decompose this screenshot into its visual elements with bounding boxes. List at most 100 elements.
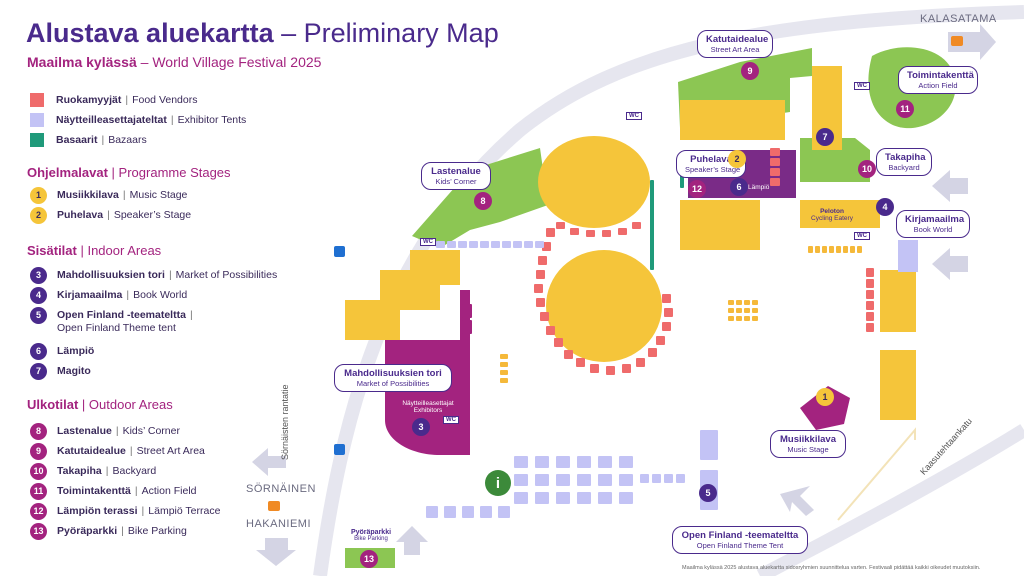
food-stand <box>829 246 834 253</box>
building-east-1 <box>880 270 916 332</box>
label-action-field-en: Action Field <box>918 81 958 90</box>
marker-12[interactable]: 12 <box>688 180 706 198</box>
food-vendor-stall <box>602 230 611 237</box>
food-vendor-stall <box>576 358 585 367</box>
exhibitor-tent <box>676 474 685 483</box>
street-sornaisten-rantatie: Sörnäisten rantatie <box>280 384 290 460</box>
arrow-east-1 <box>932 170 968 202</box>
marker-6[interactable]: 6 <box>730 178 748 196</box>
metro-icon <box>268 501 280 511</box>
food-stand <box>736 308 742 313</box>
food-vendor-stall <box>770 148 780 156</box>
legend-number-badge: 3 <box>30 266 47 284</box>
legend-item-fi: Mahdollisuuksien tori <box>57 269 165 281</box>
food-vendor-stall <box>770 158 780 166</box>
food-stand <box>500 362 508 367</box>
food-vendor-stall <box>534 284 543 293</box>
label-street-art-fi: Katutaidealue <box>706 34 769 45</box>
label-action-field[interactable]: Toimintakenttä Action Field <box>898 66 978 94</box>
legend-item-en: Book World <box>133 289 188 301</box>
exhibitor-tent <box>502 241 511 248</box>
wc-icon: WC <box>420 238 436 246</box>
marker-13[interactable]: 13 <box>360 550 378 568</box>
label-bike-parking-en: Bike Parking <box>354 536 388 542</box>
page-title: Alustava aluekartta – Preliminary Map <box>26 18 499 49</box>
food-vendor-stall <box>866 301 874 310</box>
marker-9[interactable]: 9 <box>741 62 759 80</box>
arrow-east-2 <box>932 248 968 280</box>
info-point-icon[interactable]: i <box>485 470 511 496</box>
book-world-tent <box>898 240 918 272</box>
food-stand <box>736 316 742 321</box>
food-stand <box>728 316 734 321</box>
walk-path <box>837 427 916 521</box>
legend-type-en: Bazaars <box>108 134 147 146</box>
label-street-art[interactable]: Katutaidealue Street Art Area <box>697 30 773 58</box>
food-vendors-group <box>462 148 874 375</box>
subtitle-en: World Village Festival 2025 <box>152 54 322 70</box>
food-vendor-stall <box>770 178 780 186</box>
legend-item-en: Lämpiö Terrace <box>148 505 221 517</box>
label-music-stage[interactable]: Musiikkilava Music Stage <box>770 430 846 458</box>
label-music-stage-en: Music Stage <box>787 445 829 454</box>
legend-section-en: Programme Stages <box>118 165 231 180</box>
exhibitor-tent <box>444 506 456 518</box>
marker-3[interactable]: 3 <box>412 418 430 436</box>
legend-section-fi: Ohjelmalavat <box>27 165 108 180</box>
exhibitor-tent <box>514 474 528 486</box>
food-vendor-stall <box>556 222 565 229</box>
food-vendor-stall <box>866 312 874 321</box>
marker-4[interactable]: 4 <box>876 198 894 216</box>
exhibitor-tent <box>652 474 661 483</box>
bus-icon <box>334 444 345 455</box>
label-street-art-en: Street Art Area <box>710 45 760 54</box>
marker-5[interactable]: 5 <box>699 484 717 502</box>
marker-11[interactable]: 11 <box>896 100 914 118</box>
label-market-of-possibilities[interactable]: Mahdollisuuksien tori Market of Possibil… <box>334 364 452 392</box>
legend-section-heading: Sisätilat | Indoor Areas <box>27 243 161 258</box>
marker-2[interactable]: 2 <box>728 150 746 168</box>
label-exhibitors-fi: Näytteilleasettajat <box>402 400 454 407</box>
legend-section-heading: Ohjelmalavat | Programme Stages <box>27 165 231 180</box>
marker-1[interactable]: 1 <box>816 388 834 406</box>
marker-8[interactable]: 8 <box>474 192 492 210</box>
food-stand <box>500 370 508 375</box>
label-bike-parking[interactable]: Pyöräparkki Bike Parking <box>346 529 396 542</box>
marker-10[interactable]: 10 <box>858 160 876 178</box>
exhibitor-tent <box>556 474 570 486</box>
label-open-finland[interactable]: Open Finland -teemateltta Open Finland T… <box>672 526 808 554</box>
legend-item-fi: Toimintakenttä <box>57 485 131 497</box>
label-peloton: Peloton Cycling Eatery <box>800 208 864 222</box>
exhibitor-tent <box>535 492 549 504</box>
label-backyard[interactable]: Takapiha Backyard <box>876 148 932 176</box>
label-kids-corner[interactable]: Lastenalue Kids’ Corner <box>421 162 491 190</box>
food-vendor-stall <box>542 242 551 251</box>
food-vendor-stall <box>462 304 472 318</box>
food-vendor-stall <box>618 228 627 235</box>
legend-item-fi: Magito <box>57 365 91 377</box>
legend-number-badge: 6 <box>30 342 47 360</box>
legend-number-badge: 4 <box>30 286 47 304</box>
food-stand <box>744 300 750 305</box>
exhibitor-tent <box>469 241 478 248</box>
label-book-world[interactable]: Kirjamaailma Book World <box>896 210 970 238</box>
marker-7[interactable]: 7 <box>816 128 834 146</box>
wc-icon: WC <box>854 82 870 90</box>
food-vendor-stall <box>662 322 671 331</box>
exhibitor-tent <box>577 474 591 486</box>
food-stands-group <box>500 246 862 383</box>
